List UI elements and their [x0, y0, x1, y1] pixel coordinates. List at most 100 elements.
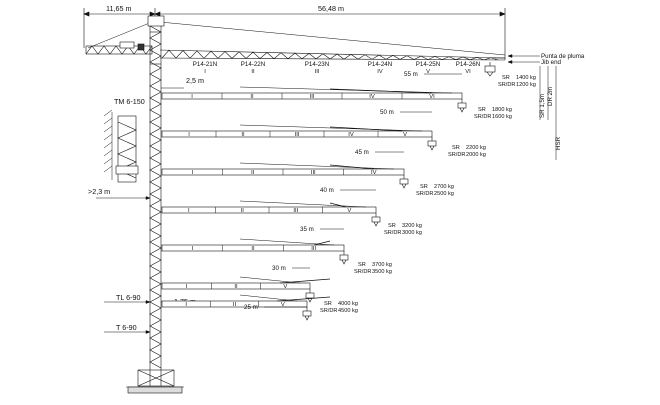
section-code: P14-24N	[368, 61, 392, 68]
load-sr-value: 2200 kg	[466, 145, 486, 151]
config-reach: 55 m	[404, 71, 418, 78]
config-section-label: I	[188, 208, 190, 214]
config-section-label: III	[311, 170, 316, 176]
config-section-label: I	[191, 94, 193, 100]
load-sr-value: 4000 kg	[338, 301, 358, 307]
side-dimensions	[539, 66, 557, 160]
config-section-label: II	[233, 302, 237, 308]
telescopic-cage	[115, 115, 139, 183]
load-sr-label: SR	[388, 223, 396, 229]
config-section-label: II	[250, 94, 254, 100]
load-sr-value: 1800 kg	[492, 107, 512, 113]
t-label: T 6-90	[116, 323, 137, 332]
load-sr-value: 3200 kg	[402, 223, 422, 229]
config-reach: 40 m	[320, 187, 334, 194]
config-section-label: V	[281, 302, 285, 308]
load-dr-value: 3500 kg	[372, 269, 392, 275]
config-section-label: III	[311, 246, 316, 252]
config-section-label: VI	[429, 94, 435, 100]
load-sr-value: 2700 kg	[434, 184, 454, 190]
config-section-label: I	[186, 284, 188, 290]
config-jib-bar	[161, 92, 463, 100]
counter-jib-dimension: 11,65 m	[106, 4, 131, 13]
config-reach: 35 m	[300, 226, 314, 233]
config-reach: 25 m	[244, 304, 258, 311]
config-jib-bar	[161, 300, 308, 308]
config-jib-bar	[161, 282, 311, 290]
load-dr-label: SR/DR	[448, 152, 465, 158]
section-roman: IV	[377, 69, 383, 75]
offset-top: 2,5 m	[186, 76, 204, 85]
load-dr-value: 2500 kg	[434, 191, 454, 197]
top-dimensions	[83, 8, 506, 60]
config-section-label: IV	[348, 132, 354, 138]
config-section-label: II	[241, 208, 245, 214]
tm-label: TM 6-150	[114, 97, 145, 106]
tower-mast	[147, 15, 165, 386]
config-section-label: I	[192, 246, 194, 252]
hook-block	[339, 254, 349, 261]
config-section-label: II	[251, 246, 255, 252]
config-section-label: I	[185, 302, 187, 308]
config-reach: 45 m	[355, 149, 369, 156]
config-section-label: III	[295, 132, 300, 138]
config-section-label: IV	[371, 170, 377, 176]
load-dr-label: SR/DR	[498, 82, 515, 88]
jib-section-labels: P14-21NIP14-22NIIP14-23NIIIP14-24NIVP14-…	[193, 61, 480, 75]
main-jib	[159, 49, 506, 61]
hook-block	[457, 102, 467, 109]
offset-dimensions	[96, 87, 184, 334]
jib-tip	[484, 57, 505, 77]
side-label-hsr: HSR	[555, 136, 562, 150]
load-dr-label: SR/DR	[416, 191, 433, 197]
hook-block	[305, 292, 315, 299]
jib-length-dimension: 56,48 m	[318, 4, 344, 13]
load-sr-label: SR	[502, 75, 510, 81]
config-section-label: V	[347, 208, 351, 214]
tl-label: TL 6-90	[116, 293, 141, 302]
config-jib-bar	[161, 244, 345, 252]
config-section-label: V	[403, 132, 407, 138]
load-dr-label: SR/DR	[320, 308, 337, 314]
clearance-label: >2,3 m	[88, 187, 110, 196]
load-sr-value: 1400 kg	[516, 75, 536, 81]
load-dr-value: 1200 kg	[516, 82, 536, 88]
section-roman: III	[315, 69, 320, 75]
section-code: P14-23N	[305, 61, 329, 68]
load-dr-value: 2000 kg	[466, 152, 486, 158]
config-section-label: III	[310, 94, 315, 100]
load-sr-value: 3700 kg	[372, 262, 392, 268]
jib-end-label-es: Punta de pluma	[541, 53, 585, 60]
building-wall	[103, 109, 113, 180]
load-sr-label: SR	[324, 301, 332, 307]
load-dr-label: SR/DR	[354, 269, 371, 275]
load-dr-value: 4500 kg	[338, 308, 358, 314]
jib-end-label-en: Jib end	[541, 59, 562, 66]
config-section-label: V	[283, 284, 287, 290]
section-code: P14-26N	[456, 61, 480, 68]
jib-end-arrows	[507, 54, 540, 64]
load-dr-label: SR/DR	[384, 230, 401, 236]
section-roman: II	[251, 69, 255, 75]
config-jib-bar	[161, 130, 433, 138]
side-label-sr: SR 1,5m	[539, 94, 546, 118]
config-section-label: IV	[369, 94, 375, 100]
hook-block	[302, 310, 312, 317]
load-sr-label: SR	[452, 145, 460, 151]
load-sr-label: SR	[478, 107, 486, 113]
hook-block	[399, 178, 409, 185]
config-reach: 30 m	[272, 265, 286, 272]
config-section-label: III	[293, 208, 298, 214]
section-roman: VI	[465, 69, 471, 75]
config-section-label: II	[241, 132, 245, 138]
load-dr-label: SR/DR	[474, 114, 491, 120]
counter-jib	[85, 41, 153, 55]
side-label-dr: DR 2m	[547, 87, 554, 106]
